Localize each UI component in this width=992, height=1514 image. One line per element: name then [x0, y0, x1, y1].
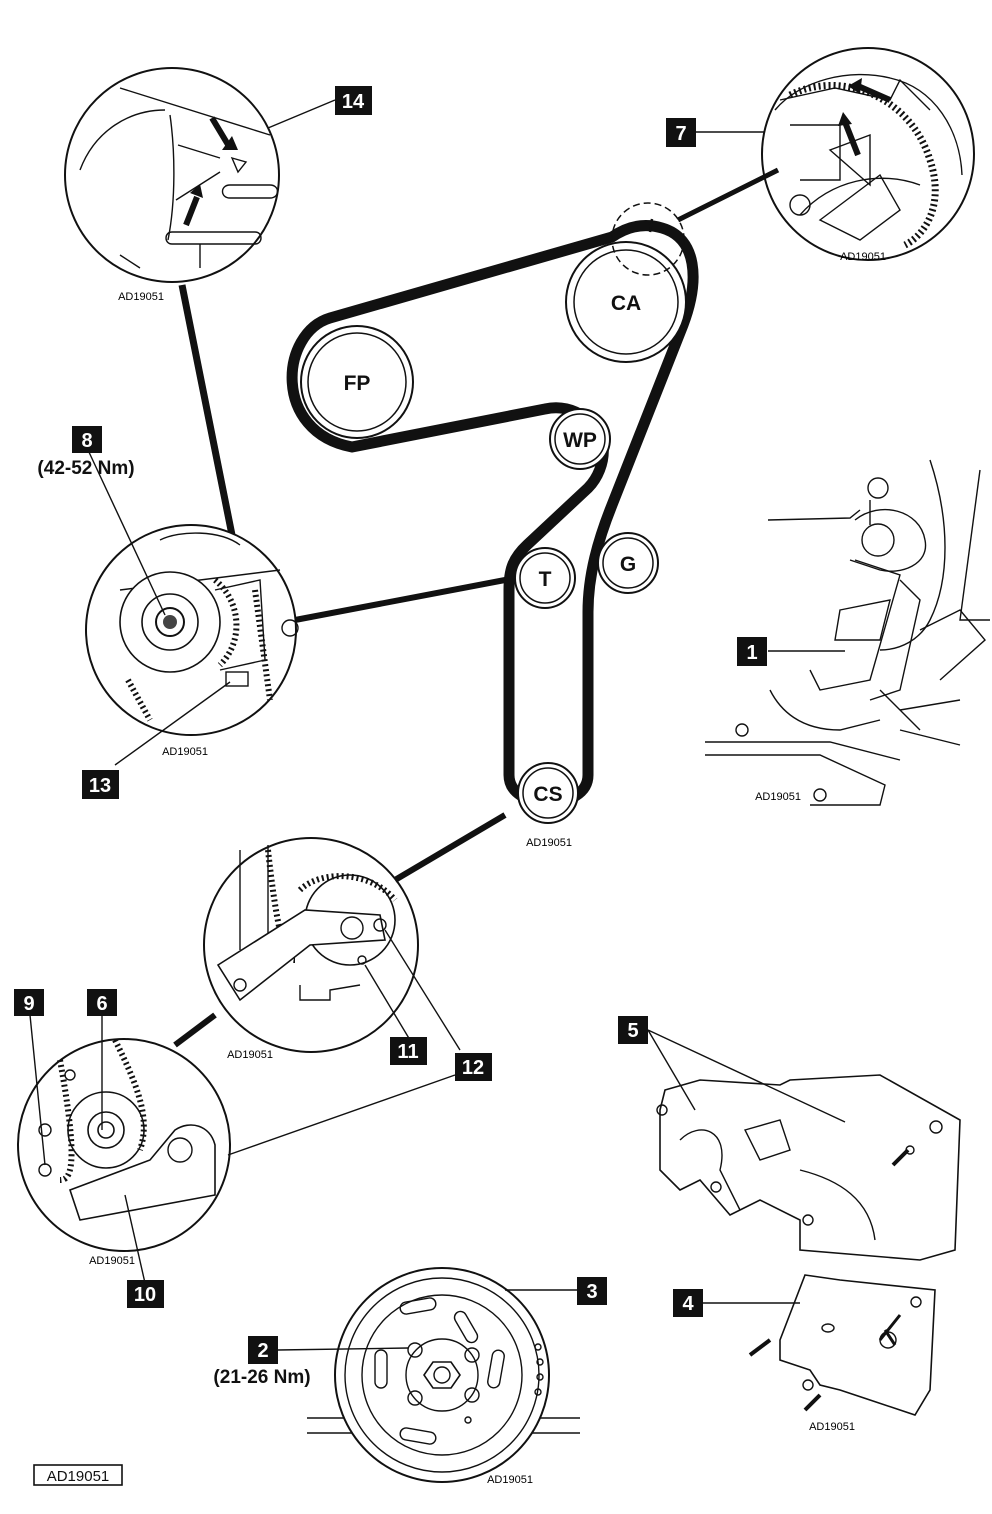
detail-14-fp-mark: AD19051 [64, 67, 336, 561]
detail-7-ca-mark: AD19051 [676, 47, 975, 263]
svg-text:3: 3 [586, 1281, 597, 1303]
svg-text:9: 9 [23, 993, 34, 1015]
detail-3-crank-pulley: AD19051 [277, 1267, 580, 1486]
pulley-cs-label: CS [533, 783, 562, 806]
belt-route [286, 220, 699, 809]
svg-text:6: 6 [96, 993, 107, 1015]
ca-timing-focus-circle [611, 202, 685, 276]
svg-text:5: 5 [627, 1020, 638, 1042]
callout-1: 1 [737, 637, 767, 666]
callout-11: 11 [390, 1037, 427, 1065]
footer-ref-box: AD19051 [33, 1464, 123, 1486]
callout-14: 14 [335, 86, 372, 115]
svg-text:10: 10 [134, 1284, 156, 1306]
pulley-t: T [514, 547, 576, 609]
detail-5-upper-cover [647, 1029, 961, 1261]
detail-14-ref-code: AD19051 [118, 291, 164, 303]
svg-text:AD19051: AD19051 [47, 1468, 110, 1485]
detail-3-ref-code: AD19051 [487, 1474, 533, 1486]
callout-5: 5 [618, 1016, 648, 1044]
pulley-ca-label: CA [611, 292, 641, 315]
callout-3: 3 [577, 1277, 607, 1305]
detail-10-ref-code: AD19051 [89, 1255, 135, 1267]
callout-8: 8 [72, 426, 102, 453]
callout-6: 6 [87, 989, 117, 1016]
detail-7-ref-code: AD19051 [840, 251, 886, 263]
callout-10: 10 [127, 1280, 164, 1308]
detail-4-ref-code: AD19051 [809, 1421, 855, 1433]
svg-text:4: 4 [682, 1293, 694, 1315]
detail-4-lower-cover: AD19051 [703, 1274, 936, 1433]
callout-2: 2 [248, 1336, 278, 1364]
callout-4: 4 [673, 1289, 703, 1317]
torque-2: (21-26 Nm) [213, 1367, 310, 1388]
callout-13: 13 [82, 770, 119, 799]
detail-8-ref-code: AD19051 [162, 746, 208, 758]
pulley-g-label: G [620, 553, 636, 576]
svg-text:13: 13 [89, 775, 111, 797]
pulley-wp: WP [549, 408, 611, 470]
svg-text:14: 14 [342, 91, 365, 113]
pulley-t-label: T [539, 568, 552, 591]
svg-text:7: 7 [675, 123, 686, 145]
main-ref-code: AD19051 [526, 837, 572, 849]
detail-8-tensioner: AD19051 [85, 449, 506, 766]
pulley-ca: CA [565, 241, 687, 363]
svg-text:1: 1 [746, 642, 757, 664]
detail-11-ref-code: AD19051 [227, 1049, 273, 1061]
pulley-wp-label: WP [563, 429, 597, 452]
pulley-g: G [597, 532, 659, 594]
detail-1-ref-code: AD19051 [755, 791, 801, 803]
pulley-fp: FP [300, 325, 414, 439]
svg-text:11: 11 [397, 1041, 418, 1063]
detail-10-crank-lock: AD19051 [17, 1012, 456, 1284]
detail-1-engine-mount: AD19051 [705, 459, 990, 806]
callout-9: 9 [14, 989, 44, 1016]
detail-11-locking-tool: AD19051 [203, 812, 507, 1061]
svg-text:2: 2 [257, 1340, 268, 1362]
svg-text:8: 8 [81, 430, 92, 452]
callout-12: 12 [455, 1053, 492, 1081]
pulley-fp-label: FP [344, 372, 371, 395]
callout-7: 7 [666, 118, 696, 147]
pulley-cs: CS [517, 762, 579, 824]
torque-8: (42-52 Nm) [37, 458, 134, 479]
svg-text:12: 12 [462, 1057, 484, 1079]
